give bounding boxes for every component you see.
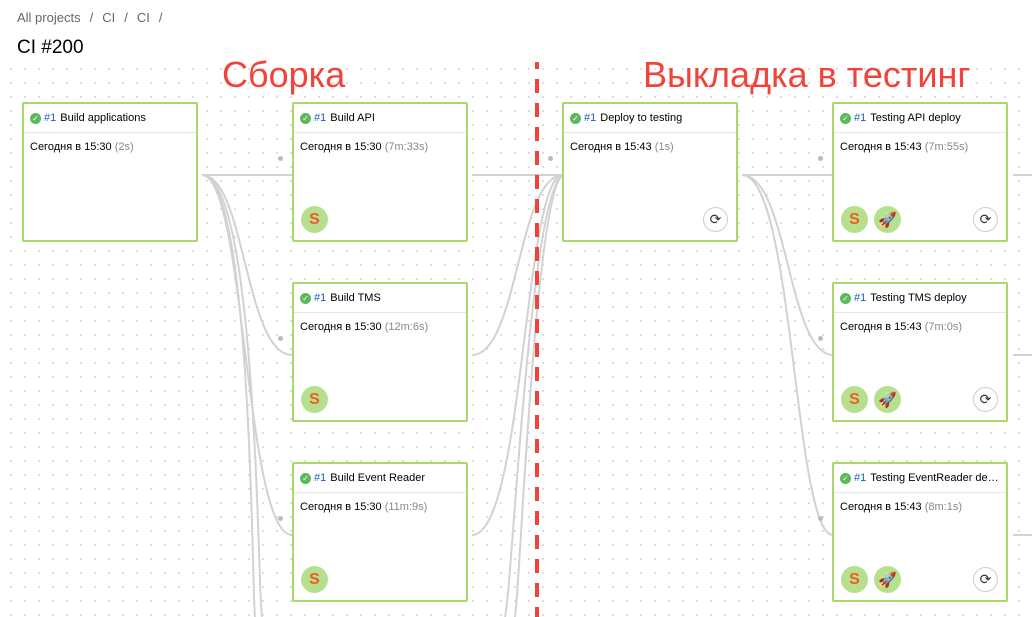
breadcrumb-project[interactable]: CI bbox=[102, 10, 116, 25]
job-time: Сегодня в 15:30 (7m:33s) bbox=[300, 141, 429, 153]
breadcrumb-all-projects[interactable]: All projects bbox=[17, 10, 81, 25]
section-label-deploy: Выкладка в тестинг bbox=[643, 54, 971, 95]
check-circle-icon: ✓ bbox=[840, 112, 851, 124]
check-circle-icon: ✓ bbox=[300, 292, 311, 304]
restart-icon[interactable]: ⟳ bbox=[973, 387, 998, 412]
job-time: Сегодня в 15:43 (8m:1s) bbox=[840, 501, 962, 513]
job-input-port bbox=[278, 336, 283, 341]
job-card-testing-tms-deploy[interactable]: ✓ #1 Testing TMS deploy Сегодня в 15:43 … bbox=[832, 282, 1008, 422]
breadcrumb-ci[interactable]: CI bbox=[136, 10, 150, 25]
job-input-port bbox=[818, 156, 823, 161]
job-run-number[interactable]: #1 bbox=[314, 112, 327, 124]
s-avatar-icon[interactable]: S bbox=[301, 386, 328, 413]
job-duration: (11m:9s) bbox=[384, 501, 428, 513]
rocket-icon[interactable]: 🚀 bbox=[874, 386, 901, 413]
job-avatars: S bbox=[301, 566, 328, 593]
job-card-header: ✓ #1 Build applications bbox=[24, 104, 196, 133]
restart-icon[interactable]: ⟳ bbox=[973, 567, 998, 592]
job-card-build-api[interactable]: ✓ #1 Build API Сегодня в 15:30 (7m:33s) … bbox=[292, 102, 468, 242]
restart-icon[interactable]: ⟳ bbox=[973, 207, 998, 232]
job-title: Testing EventReader dep... bbox=[870, 472, 1000, 484]
job-card-header: ✓ #1 Build Event Reader bbox=[294, 464, 466, 493]
job-run-number[interactable]: #1 bbox=[584, 112, 597, 124]
job-time: Сегодня в 15:43 (7m:0s) bbox=[840, 321, 962, 333]
job-title: Build Event Reader bbox=[330, 472, 426, 484]
job-card-build-applications[interactable]: ✓ #1 Build applications Сегодня в 15:30 … bbox=[22, 102, 198, 242]
job-time: Сегодня в 15:43 (7m:55s) bbox=[840, 141, 969, 153]
job-duration: (2s) bbox=[114, 141, 134, 153]
check-circle-icon: ✓ bbox=[840, 472, 851, 484]
job-time: Сегодня в 15:30 (12m:6s) bbox=[300, 321, 429, 333]
job-title: Build API bbox=[330, 112, 375, 124]
job-duration: (1s) bbox=[654, 141, 674, 153]
job-time: Сегодня в 15:30 (11m:9s) bbox=[300, 501, 428, 513]
job-input-port bbox=[818, 336, 823, 341]
job-input-port bbox=[278, 516, 283, 521]
job-card-build-event-reader[interactable]: ✓ #1 Build Event Reader Сегодня в 15:30 … bbox=[292, 462, 468, 602]
s-avatar-icon[interactable]: S bbox=[841, 566, 868, 593]
job-duration: (7m:55s) bbox=[924, 141, 969, 153]
job-title: Build applications bbox=[60, 112, 146, 124]
s-avatar-icon[interactable]: S bbox=[301, 206, 328, 233]
job-run-number[interactable]: #1 bbox=[854, 292, 867, 304]
job-run-number[interactable]: #1 bbox=[44, 112, 57, 124]
job-input-port bbox=[818, 516, 823, 521]
job-time: Сегодня в 15:43 (1s) bbox=[570, 141, 674, 153]
job-avatars: S 🚀 bbox=[841, 386, 901, 413]
rocket-icon[interactable]: 🚀 bbox=[874, 566, 901, 593]
s-avatar-icon[interactable]: S bbox=[301, 566, 328, 593]
job-card-testing-api-deploy[interactable]: ✓ #1 Testing API deploy Сегодня в 15:43 … bbox=[832, 102, 1008, 242]
job-card-header: ✓ #1 Testing EventReader dep... bbox=[834, 464, 1006, 493]
rocket-icon[interactable]: 🚀 bbox=[874, 206, 901, 233]
restart-icon[interactable]: ⟳ bbox=[703, 207, 728, 232]
job-card-header: ✓ #1 Deploy to testing bbox=[564, 104, 736, 133]
breadcrumb-separator: / bbox=[158, 10, 163, 25]
job-run-number[interactable]: #1 bbox=[854, 472, 867, 484]
job-card-deploy-to-testing[interactable]: ✓ #1 Deploy to testing Сегодня в 15:43 (… bbox=[562, 102, 738, 242]
check-circle-icon: ✓ bbox=[300, 112, 311, 124]
s-avatar-icon[interactable]: S bbox=[841, 206, 868, 233]
job-duration: (12m:6s) bbox=[384, 321, 429, 333]
breadcrumb: All projects / CI / CI / bbox=[17, 10, 171, 25]
check-circle-icon: ✓ bbox=[570, 112, 581, 124]
job-run-number[interactable]: #1 bbox=[854, 112, 867, 124]
job-card-testing-eventreader-deploy[interactable]: ✓ #1 Testing EventReader dep... Сегодня … bbox=[832, 462, 1008, 602]
check-circle-icon: ✓ bbox=[840, 292, 851, 304]
job-title: Testing API deploy bbox=[870, 112, 961, 124]
job-card-header: ✓ #1 Testing API deploy bbox=[834, 104, 1006, 133]
job-time: Сегодня в 15:30 (2s) bbox=[30, 141, 134, 153]
job-run-number[interactable]: #1 bbox=[314, 472, 327, 484]
job-title: Build TMS bbox=[330, 292, 381, 304]
job-avatars: S 🚀 bbox=[841, 206, 901, 233]
check-circle-icon: ✓ bbox=[30, 112, 41, 124]
job-duration: (8m:1s) bbox=[924, 501, 962, 513]
page-title: CI #200 bbox=[17, 37, 84, 58]
section-label-build: Сборка bbox=[222, 54, 346, 95]
job-avatars: S 🚀 bbox=[841, 566, 901, 593]
job-duration: (7m:0s) bbox=[924, 321, 962, 333]
breadcrumb-separator: / bbox=[89, 10, 94, 25]
job-card-build-tms[interactable]: ✓ #1 Build TMS Сегодня в 15:30 (12m:6s) … bbox=[292, 282, 468, 422]
job-title: Testing TMS deploy bbox=[870, 292, 967, 304]
job-input-port bbox=[278, 156, 283, 161]
job-card-header: ✓ #1 Build TMS bbox=[294, 284, 466, 313]
job-input-port bbox=[548, 156, 553, 161]
header: All projects / CI / CI / CI #200 bbox=[0, 0, 1032, 62]
job-duration: (7m:33s) bbox=[384, 141, 429, 153]
job-avatars: S bbox=[301, 206, 328, 233]
job-card-header: ✓ #1 Testing TMS deploy bbox=[834, 284, 1006, 313]
job-run-number[interactable]: #1 bbox=[314, 292, 327, 304]
check-circle-icon: ✓ bbox=[300, 472, 311, 484]
job-title: Deploy to testing bbox=[600, 112, 683, 124]
job-card-header: ✓ #1 Build API bbox=[294, 104, 466, 133]
breadcrumb-separator: / bbox=[124, 10, 128, 25]
s-avatar-icon[interactable]: S bbox=[841, 386, 868, 413]
job-avatars: S bbox=[301, 386, 328, 413]
